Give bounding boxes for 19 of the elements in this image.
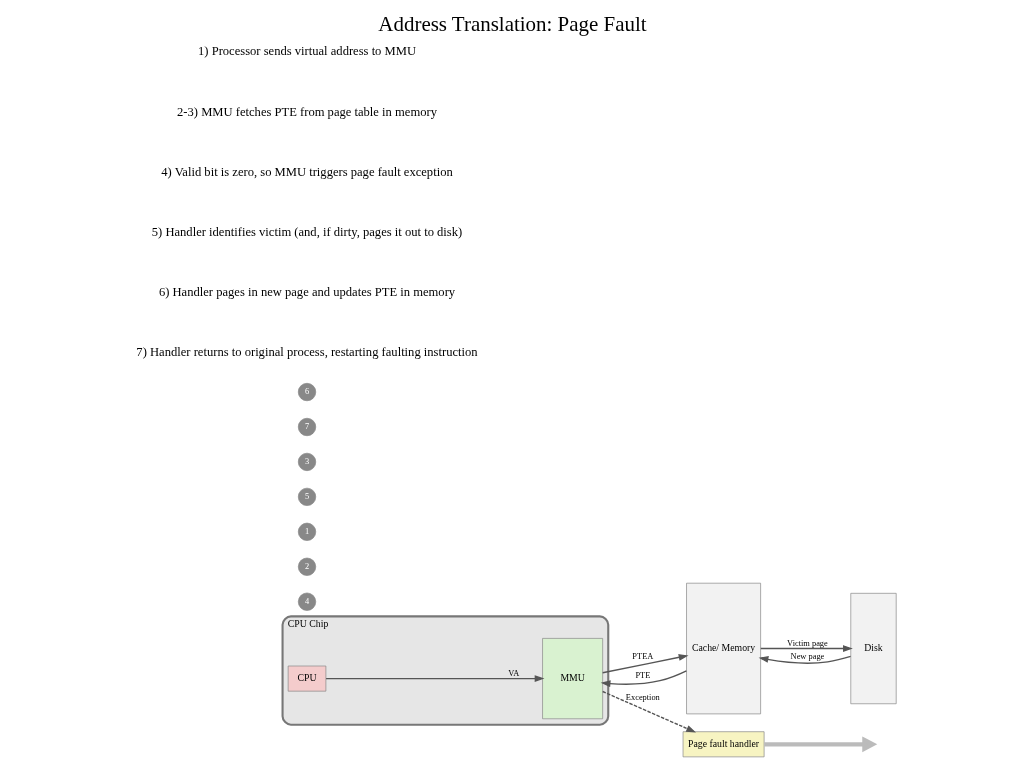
arrow xyxy=(600,670,687,688)
arrow xyxy=(758,655,851,664)
node-box: Cache/ Memory xyxy=(685,582,761,715)
label: 5) Handler identifies victim (and, if dirty, pages it out to disk) xyxy=(151,224,462,239)
node-box: Page fault handler xyxy=(682,731,764,758)
diagram-title: Address Translation: Page Fault xyxy=(377,11,647,36)
label: 2-3) MMU fetches PTE from page table in memory xyxy=(176,104,437,119)
arrow xyxy=(763,736,877,753)
node-box: MMU xyxy=(541,638,603,720)
node-box: Disk xyxy=(849,593,897,705)
arrow xyxy=(759,645,853,652)
arrow xyxy=(601,654,688,674)
label: 1) Processor sends virtual address to MMU xyxy=(197,44,416,59)
label: 4) Valid bit is zero, so MMU triggers page fault exception xyxy=(160,164,453,179)
arrow xyxy=(324,675,544,683)
node-box: CPU xyxy=(287,665,326,692)
label: 7) Handler returns to original process, restarting faulting instruction xyxy=(135,344,478,359)
label: 6) Handler pages in new page and updates PTE in memory xyxy=(158,284,455,299)
arrow xyxy=(601,690,696,733)
